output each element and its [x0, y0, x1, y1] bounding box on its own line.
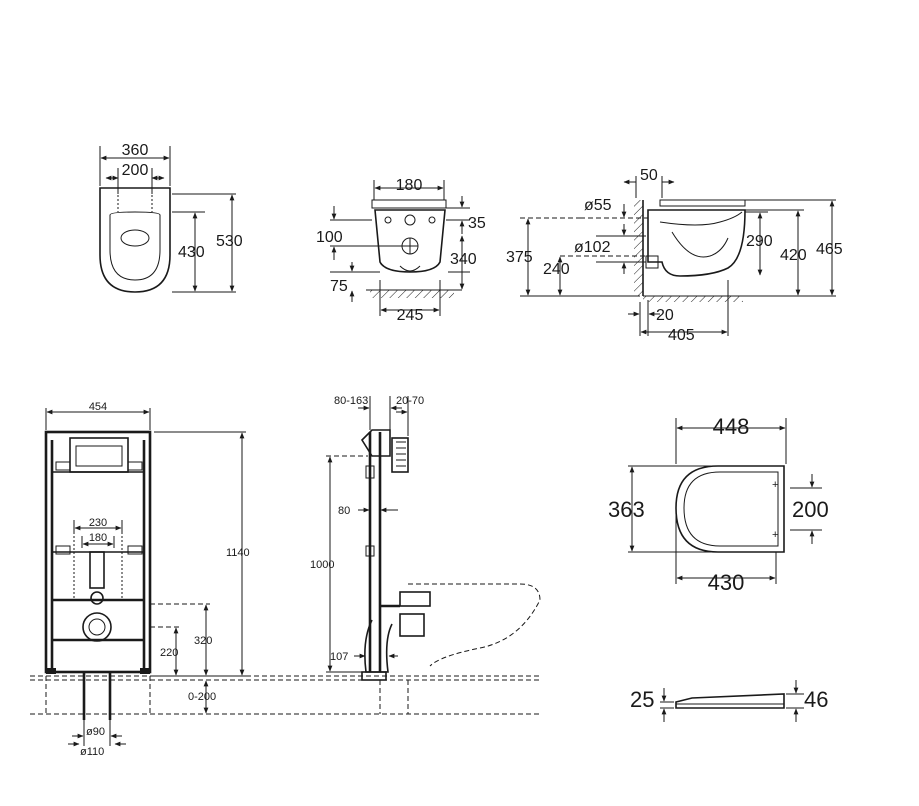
dim-245: 245	[397, 307, 424, 324]
dim-dia90: ø90	[86, 726, 105, 738]
dim-75: 75	[330, 278, 348, 295]
dim-35: 35	[468, 215, 486, 232]
dim-220: 220	[160, 647, 178, 659]
dim-180-frame: 180	[89, 532, 107, 544]
svg-text:+: +	[772, 479, 778, 491]
dim-363: 363	[608, 497, 645, 522]
dim-dia102: ø102	[574, 239, 611, 256]
dim-290: 290	[746, 233, 773, 250]
dim-20-70: 20-70	[396, 395, 424, 407]
flush-plate	[69, 437, 129, 473]
dim-1000: 1000	[310, 559, 334, 571]
dim-dia110: ø110	[80, 746, 104, 758]
bowl-back-outline	[374, 209, 446, 273]
dim-454: 454	[89, 401, 107, 413]
frame-side-view: 80-163 20-70 1000 80 107	[310, 395, 541, 714]
dim-320: 320	[194, 635, 212, 647]
frame-outline	[44, 430, 152, 674]
dim-405: 405	[668, 327, 695, 344]
dim-230: 230	[89, 517, 107, 529]
dim-240: 240	[543, 261, 570, 278]
dim-100: 100	[316, 229, 343, 246]
dim-107: 107	[330, 651, 348, 663]
dim-dia55: ø55	[584, 197, 612, 214]
bowl-side-view: 50 ø55 375 240 ø102 290 420 465 20 405	[506, 167, 843, 344]
dim-530: 530	[216, 233, 243, 250]
dim-180-back: 180	[396, 177, 423, 194]
bowl-side-outline	[647, 209, 746, 277]
bowl-back-view: 180 35 100 340 75 245	[316, 177, 486, 324]
dim-80-163: 80-163	[334, 395, 368, 407]
dim-430-seat: 430	[708, 570, 745, 595]
dim-360: 360	[122, 142, 149, 159]
dim-80: 80	[338, 505, 350, 517]
dim-1140: 1140	[226, 547, 250, 559]
dim-20-side: 20	[656, 307, 674, 324]
dim-375: 375	[506, 249, 533, 266]
bowl-top-outline	[99, 187, 171, 293]
bowl-top-view: 360 200 430 530	[99, 142, 243, 293]
svg-text:+: +	[772, 529, 778, 541]
dim-200-seat: 200	[792, 497, 829, 522]
dim-0-200: 0-200	[188, 691, 216, 703]
seat-top-view: + + 448 363 200 430	[608, 414, 829, 595]
dim-340: 340	[450, 251, 477, 268]
dim-25: 25	[630, 687, 654, 712]
dim-430: 430	[178, 244, 205, 261]
dim-420: 420	[780, 247, 807, 264]
bowl-top-seat	[109, 211, 161, 281]
dim-465: 465	[816, 241, 843, 258]
dim-46: 46	[804, 687, 828, 712]
dim-50: 50	[640, 167, 658, 184]
dim-200-top: 200	[122, 162, 149, 179]
frame-front-view: 454 1140 230 180 320 220 0-200 ø90 ø110	[30, 401, 540, 758]
seat-outline	[675, 465, 785, 553]
seat-side-view: 25 46	[630, 680, 828, 722]
dim-448: 448	[713, 414, 750, 439]
